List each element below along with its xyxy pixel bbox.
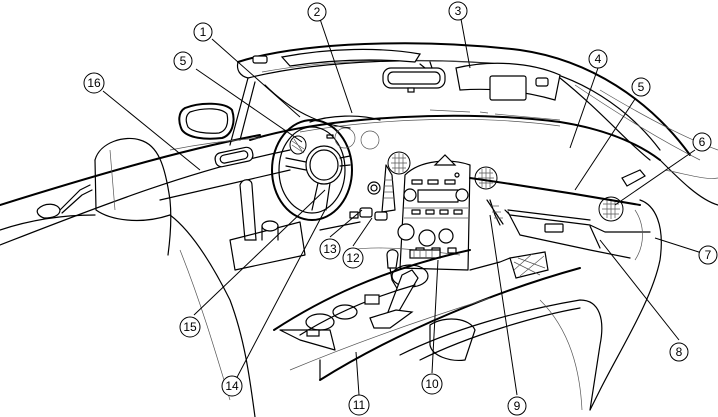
side-mirror <box>178 102 235 140</box>
callout-5-left: 5 <box>173 51 193 71</box>
handbrake <box>229 179 306 271</box>
callout-label: 10 <box>425 377 439 391</box>
callout-label: 5 <box>638 80 645 94</box>
callout-5-right: 5 <box>631 77 651 97</box>
side-vent-right <box>598 169 646 222</box>
steering-wheel <box>271 119 353 221</box>
callout-label: 16 <box>87 76 101 90</box>
callout-3: 3 <box>448 1 468 21</box>
lower-dash <box>319 221 511 271</box>
instrument-cluster <box>309 115 381 150</box>
passenger-door <box>659 159 718 206</box>
callout-label: 1 <box>200 25 207 39</box>
callout-2: 2 <box>307 2 327 22</box>
callout-12: 12 <box>342 247 364 269</box>
callout-11: 11 <box>348 394 370 416</box>
callout-13: 13 <box>319 238 341 260</box>
callout-7: 7 <box>698 245 718 265</box>
center-stack <box>349 154 471 271</box>
callout-label: 13 <box>323 242 337 256</box>
leader-lines <box>102 18 706 396</box>
seatbelt-anchor <box>36 184 93 219</box>
callout-label: 15 <box>183 320 197 334</box>
callout-label: 3 <box>455 4 462 18</box>
callout-1: 1 <box>193 22 213 42</box>
callout-14: 14 <box>221 375 243 397</box>
callout-label: 6 <box>699 135 706 149</box>
callout-label: 2 <box>314 5 321 19</box>
callout-8: 8 <box>669 342 689 362</box>
center-console <box>273 249 581 381</box>
callout-label: 8 <box>676 345 683 359</box>
callout-6: 6 <box>692 132 712 152</box>
sun-visor-passenger <box>455 62 561 101</box>
callout-label: 14 <box>225 379 239 393</box>
center-vent-left <box>387 151 411 175</box>
callout-label: 9 <box>514 399 521 413</box>
callout-label: 12 <box>346 251 360 265</box>
callout-label: 5 <box>180 54 187 68</box>
callout-label: 4 <box>595 52 602 66</box>
callout-10: 10 <box>421 373 443 395</box>
callout-16: 16 <box>83 72 105 94</box>
callout-label: 11 <box>353 398 366 412</box>
driver-seat <box>0 137 256 417</box>
callout-15: 15 <box>179 316 201 338</box>
callout-4: 4 <box>588 49 608 69</box>
gear-shifter <box>369 249 441 329</box>
driver-door <box>0 134 291 246</box>
glovebox <box>469 177 662 411</box>
center-vent-right <box>474 166 498 190</box>
sun-visor-driver <box>252 48 421 67</box>
callout-label: 7 <box>705 248 712 262</box>
rearview-mirror <box>382 61 446 93</box>
storage-net <box>509 251 549 279</box>
callout-9: 9 <box>507 396 527 416</box>
